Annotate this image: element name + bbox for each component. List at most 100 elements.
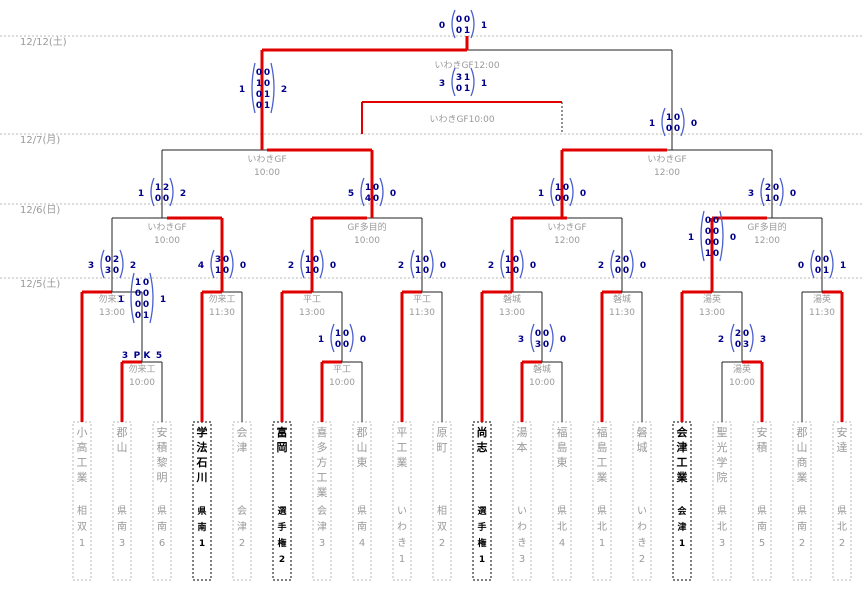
team-name-char: 工 — [77, 456, 88, 469]
score-half-left: 0 — [705, 238, 711, 248]
team-region-char: 4 — [559, 538, 565, 549]
team-name-char: 聖 — [717, 426, 728, 439]
score-half-left: 0 — [735, 340, 741, 350]
team-name: 会津 — [237, 426, 248, 454]
date-label: 12/5(土) — [20, 277, 60, 290]
team-name-char: 明 — [157, 471, 168, 484]
score-half-right: 0 — [343, 329, 349, 339]
date-label: 12/6(日) — [20, 205, 60, 216]
score-half-left: 0 — [666, 124, 672, 134]
team-region-char: 3 — [519, 554, 525, 565]
score-half-right: 0 — [223, 266, 229, 276]
score-total-right: 1 — [481, 21, 487, 31]
team-name-char: 川 — [196, 471, 208, 484]
score-paren-right — [270, 62, 275, 114]
venue-time: 13:00 — [99, 308, 125, 318]
venue-time: 13:00 — [699, 308, 725, 318]
team-name-char: 岡 — [277, 441, 288, 454]
score-total-right: 0 — [390, 189, 396, 199]
team-region-char: い — [397, 506, 407, 517]
score-half-right: 0 — [543, 329, 549, 339]
score-paren-left — [810, 249, 815, 279]
team-name-char: 島 — [557, 440, 568, 454]
score-half-left: 2 — [615, 255, 621, 265]
venue-label: 磐城 — [503, 293, 521, 305]
score-paren-right — [149, 272, 154, 324]
team-region-char: 津 — [237, 521, 247, 533]
team-region-char: 南 — [197, 521, 206, 533]
score-half-right: 0 — [513, 266, 519, 276]
team-region-char: 県 — [717, 505, 727, 517]
team-region-char: 3 — [319, 538, 325, 549]
score-half-left: 0 — [535, 329, 541, 339]
score-half-right: 0 — [223, 255, 229, 265]
team-name: 福島工業 — [597, 425, 608, 484]
score-total-left: 3 — [748, 189, 754, 199]
team-name-char: 城 — [637, 441, 648, 454]
score-half-right: 0 — [313, 255, 319, 265]
team-name: 安積黎明 — [157, 425, 168, 484]
score-half-left: 0 — [815, 266, 821, 276]
venue-label: 湯英 — [703, 293, 721, 305]
score-half-left: 1 — [365, 183, 371, 193]
score-total-right: 0 — [691, 119, 697, 129]
team-region-char: 1 — [199, 539, 205, 549]
score-total-right: 1 — [481, 79, 487, 89]
score-paren-right — [379, 177, 384, 207]
team-name-char: 本 — [517, 440, 528, 454]
team-region-char: 津 — [317, 521, 327, 533]
team-name-char: 会 — [237, 426, 248, 439]
team-region-char: 会 — [677, 505, 687, 517]
team-name-char: 院 — [717, 470, 728, 484]
score-paren-left — [360, 177, 365, 207]
score-half-left: 0 — [705, 227, 711, 237]
score-paren-left — [100, 249, 105, 279]
score-half-right: 0 — [113, 266, 119, 276]
score-total-left: 1 — [688, 233, 694, 243]
score-half-left: 1 — [155, 183, 161, 193]
score-half-left: 1 — [505, 266, 511, 276]
team-region-char: い — [517, 506, 527, 517]
score-half-right: 1 — [464, 84, 470, 94]
team-name-char: 富 — [277, 425, 288, 439]
team-name-char: 東 — [557, 456, 568, 469]
venue-time: 10:00 — [529, 378, 555, 388]
team-region-char: 相 — [437, 504, 447, 517]
team-name-char: 工 — [677, 456, 688, 469]
score-paren-right — [719, 210, 724, 262]
pk-label: P K — [134, 351, 152, 361]
venue-time: 10:00 — [254, 168, 280, 178]
team-region-char: 権 — [277, 537, 286, 549]
score-paren-right — [779, 177, 784, 207]
team-name-char: 業 — [597, 471, 608, 484]
score-half-right: 2 — [113, 255, 119, 265]
team-name-char: 工 — [597, 456, 608, 469]
score-total-left: 2 — [288, 261, 294, 271]
score-total-left: 2 — [488, 261, 494, 271]
score-paren-left — [451, 9, 456, 39]
venue-time: 13:00 — [299, 308, 325, 318]
team-name-char: 郡 — [357, 426, 368, 439]
score-half-right: 0 — [674, 113, 680, 123]
score-half-right: 3 — [743, 340, 749, 350]
team-region-char: 北 — [597, 521, 607, 533]
team-region-char: 津 — [677, 521, 686, 533]
score-half-left: 1 — [335, 329, 341, 339]
team-name-char: 積 — [157, 440, 168, 454]
team-name-char: 郡 — [117, 426, 128, 439]
team-name-char: 多 — [317, 440, 328, 454]
score-half-left: 4 — [365, 194, 371, 204]
pk-right: 5 — [156, 351, 162, 361]
team-name-char: 業 — [676, 470, 689, 484]
venue-time: 10:00 — [129, 378, 155, 388]
score-half-right: 0 — [713, 249, 719, 259]
score-half-right: 0 — [313, 266, 319, 276]
